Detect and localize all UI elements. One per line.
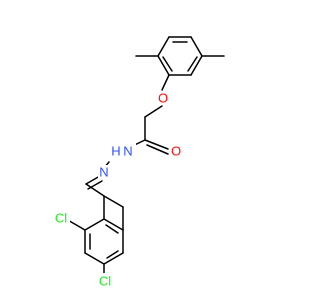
bond bbox=[103, 195, 124, 208]
bond bbox=[157, 55, 170, 76]
bond-layer bbox=[65, 36, 225, 276]
ether-oxygen-label: O bbox=[158, 91, 168, 106]
bond-carbonyl bbox=[144, 139, 169, 150]
amide-nitrogen-label: N bbox=[123, 144, 132, 159]
bond-aromatic bbox=[106, 250, 119, 259]
chlorine-para-label: Cl bbox=[99, 274, 111, 289]
amide-hydrogen-label: H bbox=[111, 144, 120, 159]
atom-bg bbox=[170, 143, 182, 157]
bond bbox=[144, 105, 163, 118]
bond bbox=[157, 36, 170, 57]
bond bbox=[85, 183, 105, 197]
bond bbox=[161, 74, 170, 91]
molecule-structure-diagram: O O N H N Cl Cl bbox=[52, 36, 225, 289]
bond-carbonyl bbox=[146, 144, 169, 155]
bond bbox=[190, 55, 203, 76]
atom-bg bbox=[110, 143, 136, 159]
carbonyl-oxygen-label: O bbox=[171, 144, 181, 159]
imine-nitrogen-label: N bbox=[99, 165, 108, 180]
bond-imine bbox=[85, 175, 101, 185]
bond-aromatic bbox=[187, 56, 198, 72]
bond bbox=[84, 218, 105, 231]
bond bbox=[84, 252, 105, 265]
atom-bg bbox=[52, 211, 70, 226]
atom-bg bbox=[98, 165, 110, 179]
bond bbox=[103, 218, 124, 231]
bond bbox=[103, 252, 124, 265]
atom-label-layer: O O N H N Cl Cl bbox=[52, 91, 182, 289]
molecule-canvas: O O N H N Cl Cl bbox=[52, 36, 225, 289]
atom-bg bbox=[96, 273, 114, 288]
bond-aromatic bbox=[105, 224, 119, 234]
bond-aromatic bbox=[162, 56, 173, 72]
chlorine-ortho-label: Cl bbox=[55, 211, 67, 226]
bond bbox=[190, 36, 203, 57]
atom-bg bbox=[157, 91, 169, 105]
